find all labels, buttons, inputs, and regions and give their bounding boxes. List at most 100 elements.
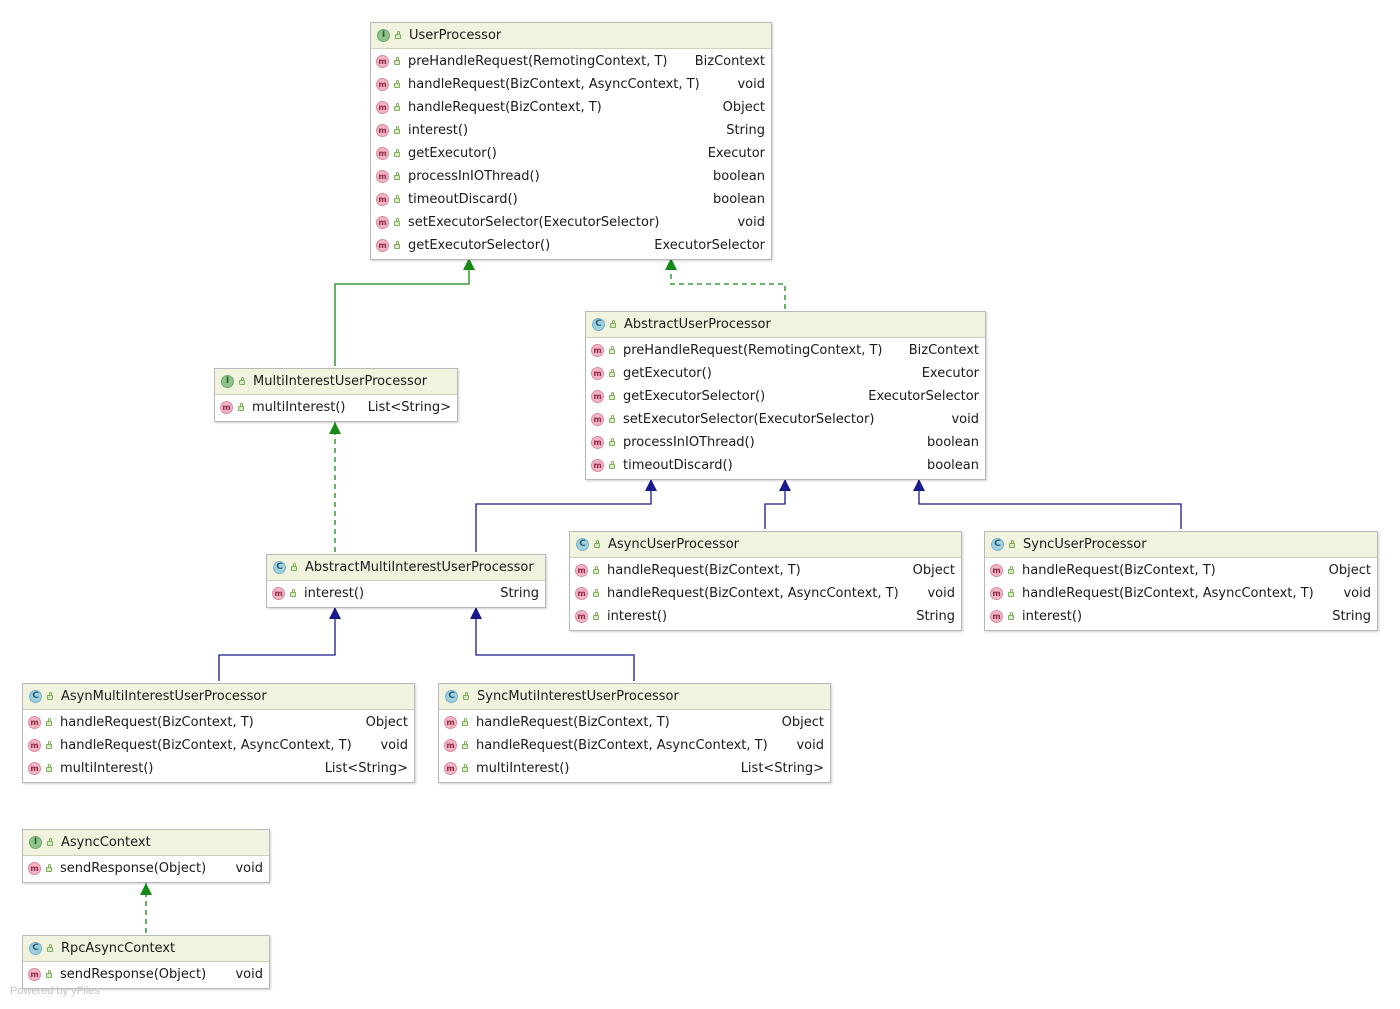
method-signature: getExecutorSelector() (623, 389, 766, 404)
method-return-type: Executor (707, 146, 765, 161)
node-title: AsyncUserProcessor (608, 537, 739, 552)
method-return-type: String (500, 586, 539, 601)
public-visibility-icon (45, 864, 54, 873)
edge-asyn-multi-interest-user-processor-to-abstract-multi-interest-user-processor (218, 607, 336, 681)
method-icon: m (444, 762, 457, 775)
method-signature: handleRequest(BizContext, AsyncContext, … (476, 738, 768, 753)
node-title: AbstractUserProcessor (624, 317, 771, 332)
method-return-type: Object (912, 563, 955, 578)
method-return-type: void (927, 586, 955, 601)
public-visibility-icon (608, 415, 617, 424)
public-visibility-icon (1007, 612, 1016, 621)
method-return-type: boolean (713, 192, 765, 207)
method-return-type: void (737, 77, 765, 92)
method-signature: processInIOThread() (408, 169, 540, 184)
public-visibility-icon (393, 172, 402, 181)
method-signature: interest() (607, 609, 668, 624)
method-signature: handleRequest(BizContext, AsyncContext, … (1022, 586, 1314, 601)
method-signature: preHandleRequest(RemotingContext, T) (408, 54, 668, 69)
method-row[interactable]: m handleRequest(BizContext, AsyncContext,… (439, 734, 830, 757)
public-visibility-icon (608, 461, 617, 470)
public-visibility-icon (393, 80, 402, 89)
public-visibility-icon (1007, 589, 1016, 598)
watermark: Powered by yFiles (10, 985, 100, 997)
method-return-type: BizContext (908, 343, 979, 358)
public-visibility-icon (46, 692, 55, 701)
node-title: SyncUserProcessor (1023, 537, 1147, 552)
public-visibility-icon (593, 540, 602, 549)
method-icon: m (990, 587, 1003, 600)
public-visibility-icon (1007, 566, 1016, 575)
method-return-type: String (1332, 609, 1371, 624)
method-return-type: ExecutorSelector (654, 238, 765, 253)
method-icon: m (591, 459, 604, 472)
edge-async-user-processor-to-abstract-user-processor (764, 479, 786, 529)
arrowhead (779, 479, 791, 491)
method-return-type: void (380, 738, 408, 753)
public-visibility-icon (461, 741, 470, 750)
method-icon: m (28, 716, 41, 729)
class-icon: C (273, 561, 286, 574)
method-icon: m (28, 968, 41, 981)
method-signature: timeoutDiscard() (623, 458, 733, 473)
node-title: SyncMutiInterestUserProcessor (477, 689, 679, 704)
class-icon: C (445, 690, 458, 703)
arrowhead (329, 422, 341, 434)
method-icon: m (444, 739, 457, 752)
public-visibility-icon (45, 970, 54, 979)
edge-abstract-user-processor-to-user-processor (670, 258, 786, 309)
method-signature: processInIOThread() (623, 435, 755, 450)
class-icon: C (576, 538, 589, 551)
class-icon: C (991, 538, 1004, 551)
method-row[interactable]: m handleRequest(BizContext, AsyncContext,… (985, 582, 1377, 605)
